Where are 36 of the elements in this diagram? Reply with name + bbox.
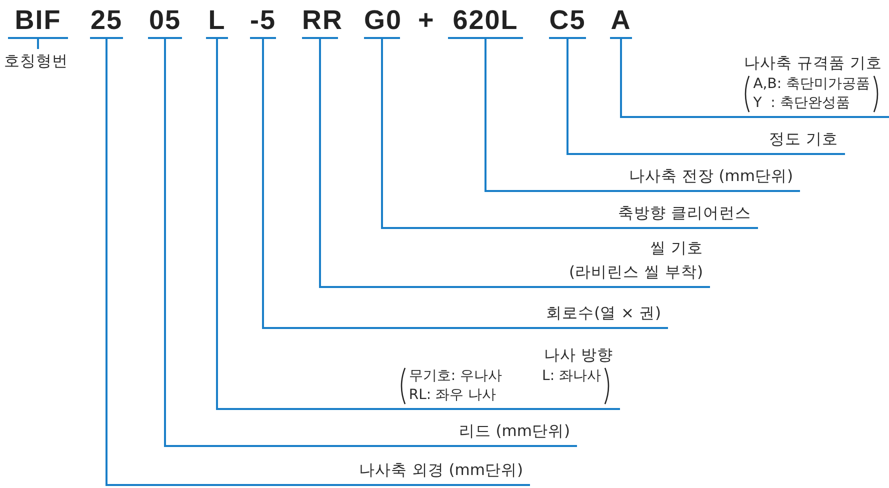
description-text: 호칭형번 bbox=[4, 49, 68, 73]
option-text: A,B: 축단미가공품 bbox=[753, 75, 870, 94]
leader-line bbox=[566, 39, 845, 155]
leader-line bbox=[319, 39, 710, 288]
description-text: 축방향 클리어런스 bbox=[618, 203, 751, 224]
code-segment: 05 bbox=[148, 4, 182, 39]
option-text: RL: 좌우 나사 bbox=[408, 386, 496, 405]
leader-line bbox=[620, 39, 889, 118]
code-segment: BIF bbox=[8, 4, 68, 39]
code-segment: C5 bbox=[549, 4, 586, 39]
leader-line bbox=[262, 39, 668, 329]
leader-line bbox=[164, 39, 577, 447]
code-segment: -5 bbox=[250, 4, 276, 39]
description-heading: 나사축 규격품 기호 bbox=[744, 53, 882, 74]
leader-line bbox=[216, 39, 620, 410]
code-segment: L bbox=[206, 4, 228, 39]
option-text: Y : 축단완성품 bbox=[753, 94, 850, 113]
option-text: 무기호: 우나사 bbox=[408, 367, 502, 386]
leader-line bbox=[381, 39, 758, 229]
code-segment: 25 bbox=[90, 4, 123, 39]
description-text: (라비린스 씰 부착) bbox=[569, 262, 703, 283]
plus-sign: + bbox=[418, 4, 434, 37]
description-text: 나사축 외경 (mm단위) bbox=[358, 460, 523, 481]
leader-line bbox=[484, 39, 800, 192]
leader-line bbox=[106, 39, 530, 486]
code-segment: A bbox=[610, 4, 632, 39]
description-text: 정도 기호 bbox=[769, 129, 838, 150]
code-segment: G0 bbox=[364, 4, 400, 39]
description-text: 회로수(열 × 권) bbox=[546, 303, 661, 324]
option-text: L: 좌나사 bbox=[542, 367, 601, 386]
code-segment: 620L bbox=[448, 4, 523, 39]
description-heading: 나사 방향 bbox=[544, 345, 613, 366]
description-text: 씰 기호 bbox=[650, 238, 703, 259]
description-text: 나사축 전장 (mm단위) bbox=[628, 166, 793, 187]
leader-line bbox=[37, 39, 39, 49]
description-text: 리드 (mm단위) bbox=[458, 421, 570, 442]
